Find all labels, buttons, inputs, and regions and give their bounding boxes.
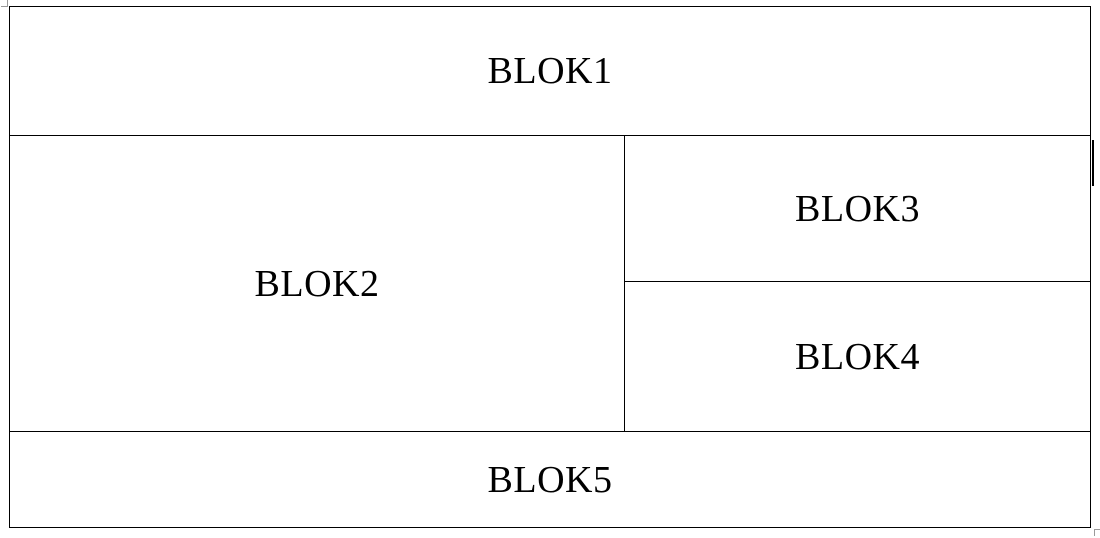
- block-4-label: BLOK4: [795, 335, 920, 378]
- page-corner-mark-bottom-right: [1094, 529, 1100, 536]
- block-3-label: BLOK3: [795, 187, 920, 230]
- page-corner-mark-top-left: [1, 0, 8, 7]
- block-4: BLOK4: [625, 282, 1090, 432]
- block-3: BLOK3: [625, 136, 1090, 282]
- block-2: BLOK2: [10, 136, 625, 432]
- block-5: BLOK5: [10, 432, 1090, 527]
- block-2-label: BLOK2: [254, 262, 380, 305]
- block-1: BLOK1: [10, 7, 1090, 136]
- block-layout-table: BLOK1 BLOK2 BLOK3 BLOK4 BLOK5: [9, 6, 1091, 528]
- block-5-label: BLOK5: [487, 458, 613, 501]
- text-cursor: [1092, 140, 1094, 186]
- block-1-label: BLOK1: [487, 50, 613, 92]
